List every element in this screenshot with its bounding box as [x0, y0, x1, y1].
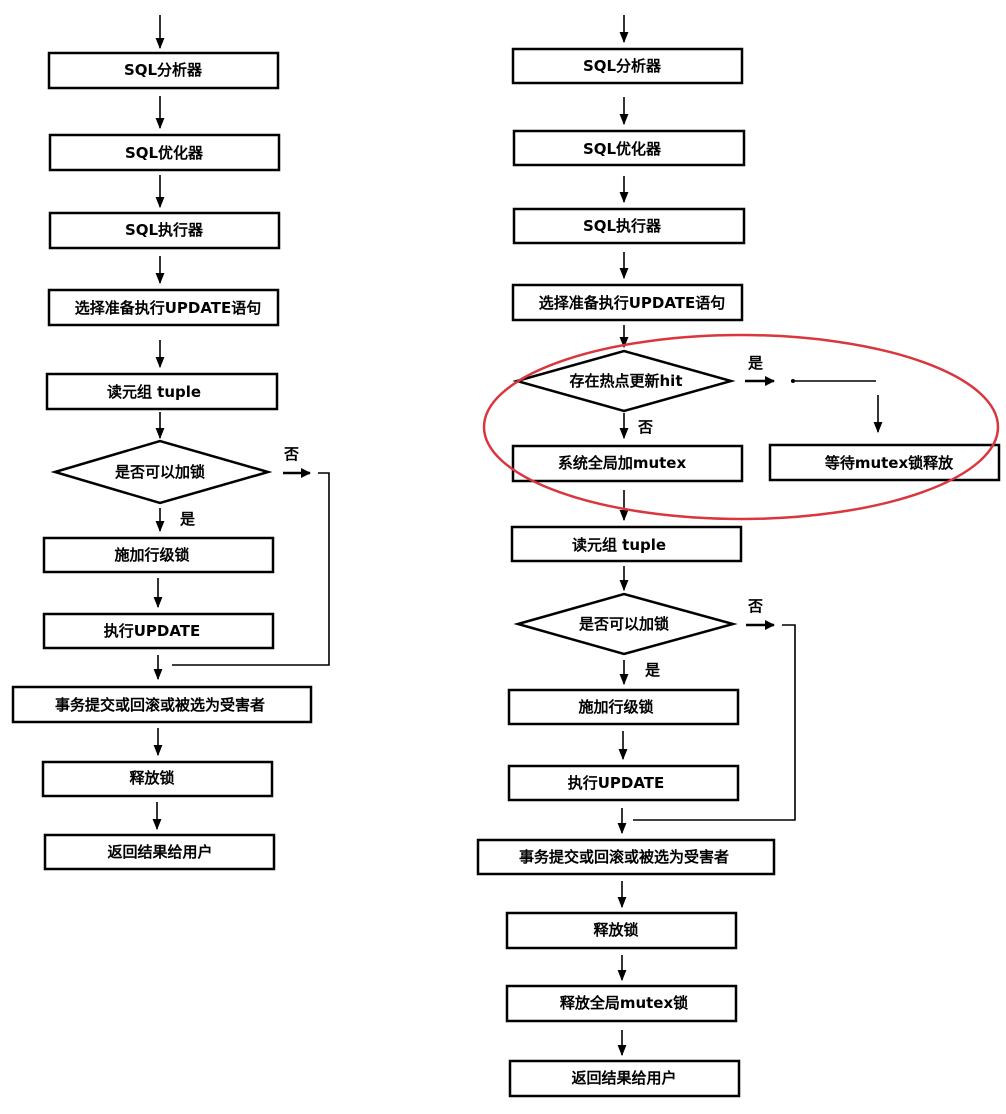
right-hot-update-decision: 存在热点更新hit — [512, 349, 736, 413]
right-apply-row-lock-box: 施加行级锁 — [507, 688, 740, 726]
box-label: SQL执行器 — [125, 221, 204, 239]
left-apply-row-lock-box: 施加行级锁 — [42, 536, 275, 574]
branch-label-yes: 是 — [179, 510, 196, 528]
left-return-result-box: 返回结果给用户 — [43, 833, 276, 871]
right-select-update-box: 选择准备执行UPDATE语句 — [511, 283, 744, 322]
highlight-ellipse — [482, 333, 1000, 521]
right-read-tuple-box: 读元组 tuple — [510, 525, 743, 563]
branch-label-yes: 是 — [747, 354, 764, 372]
box-label: SQL优化器 — [583, 140, 662, 158]
decision-label: 是否可以加锁 — [578, 615, 669, 633]
branch-label-no: 否 — [747, 597, 763, 615]
box-label: SQL执行器 — [583, 217, 662, 235]
box-label: 事务提交或回滚或被选为受害者 — [519, 848, 729, 866]
right-analyzer-box: SQL分析器 — [511, 47, 744, 85]
right-release-lock-box: 释放锁 — [505, 911, 738, 950]
branch-label-yes: 是 — [644, 661, 661, 679]
left-analyzer-box: SQL分析器 — [47, 51, 280, 90]
left-optimizer-box: SQL优化器 — [48, 133, 281, 172]
right-optimizer-box: SQL优化器 — [512, 129, 746, 167]
box-label: 读元组 tuple — [572, 536, 666, 554]
box-label: 事务提交或回滚或被选为受害者 — [55, 696, 265, 714]
left-commit-rollback-box: 事务提交或回滚或被选为受害者 — [11, 685, 313, 724]
box-label: 系统全局加mutex — [558, 454, 687, 472]
box-label: 执行UPDATE — [568, 774, 665, 792]
box-label: 返回结果给用户 — [571, 1069, 676, 1087]
right-flowchart: SQL分析器 SQL优化器 SQL执行器 选择准备执行UPDATE语句 存在热点… — [476, 15, 1001, 1098]
left-release-lock-box: 释放锁 — [41, 760, 274, 798]
box-label: 执行UPDATE — [104, 622, 201, 640]
branch-label-no: 否 — [283, 445, 299, 463]
right-exec-update-box: 执行UPDATE — [507, 764, 740, 802]
box-label: SQL分析器 — [583, 57, 662, 75]
left-can-lock-decision: 是否可以加锁 — [50, 439, 273, 505]
left-read-tuple-box: 读元组 tuple — [45, 372, 279, 411]
box-label: 选择准备执行UPDATE语句 — [539, 294, 726, 312]
box-label: 释放锁 — [593, 921, 638, 939]
right-can-lock-decision: 是否可以加锁 — [513, 592, 738, 656]
left-flowchart: SQL分析器 SQL优化器 SQL执行器 选择准备执行UPDATE语句 读元组 … — [11, 15, 330, 871]
loop-back-line — [633, 624, 796, 821]
decision-label: 存在热点更新hit — [570, 372, 683, 390]
box-label: 施加行级锁 — [578, 698, 653, 716]
box-label: 释放锁 — [129, 769, 174, 787]
box-label: 释放全局mutex锁 — [560, 994, 688, 1012]
right-commit-rollback-box: 事务提交或回滚或被选为受害者 — [476, 838, 776, 876]
left-exec-update-box: 执行UPDATE — [42, 612, 275, 650]
right-executor-box: SQL执行器 — [512, 207, 746, 245]
right-global-mutex-box: 系统全局加mutex — [511, 444, 744, 483]
right-return-result-box: 返回结果给用户 — [508, 1059, 741, 1098]
right-release-global-mutex-box: 释放全局mutex锁 — [505, 984, 738, 1023]
junction-dot — [791, 379, 795, 383]
left-executor-box: SQL执行器 — [48, 211, 281, 250]
right-wait-mutex-box: 等待mutex锁释放 — [768, 443, 1001, 482]
box-label: 返回结果给用户 — [107, 843, 212, 861]
box-label: SQL分析器 — [124, 61, 203, 79]
branch-label-no: 否 — [637, 418, 653, 436]
loop-back-line — [172, 472, 330, 666]
left-select-update-box: 选择准备执行UPDATE语句 — [47, 288, 280, 327]
box-label: 读元组 tuple — [107, 383, 201, 401]
box-label: 等待mutex锁释放 — [825, 454, 954, 472]
box-label: 施加行级锁 — [114, 546, 189, 564]
box-label: SQL优化器 — [125, 144, 204, 162]
box-label: 选择准备执行UPDATE语句 — [75, 299, 262, 317]
decision-label: 是否可以加锁 — [114, 463, 205, 481]
